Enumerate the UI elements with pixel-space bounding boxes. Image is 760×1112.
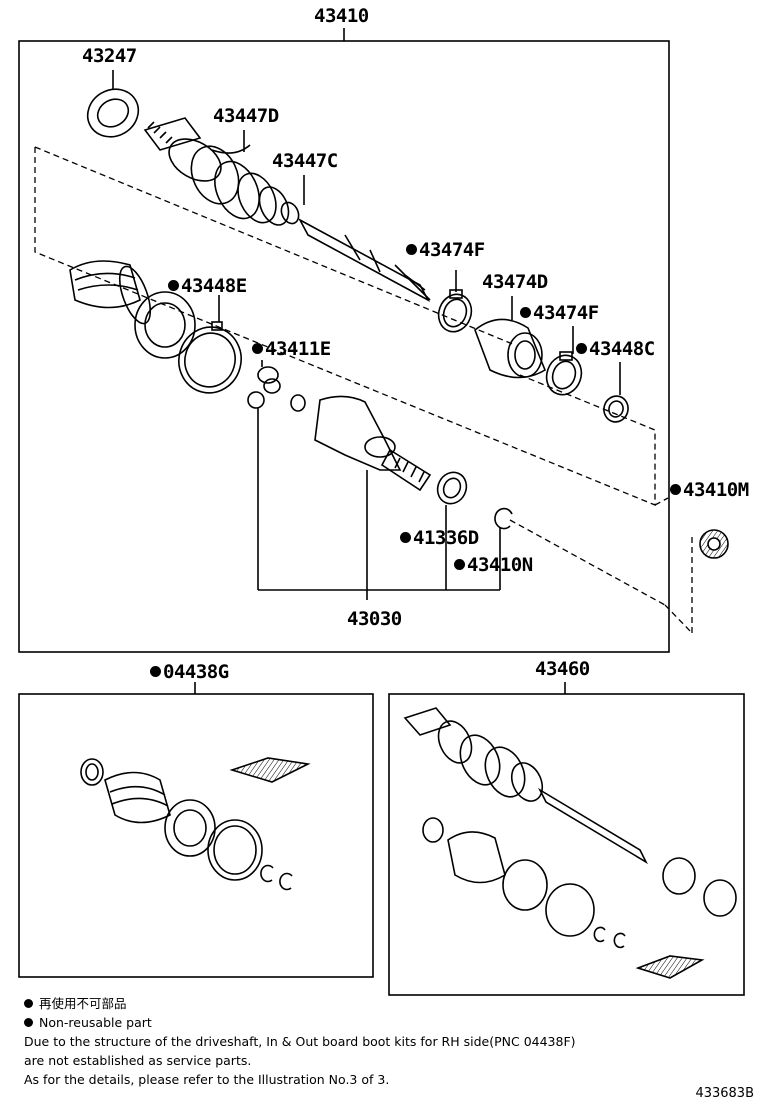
assembly-43410-frame: [18, 40, 670, 653]
drive-shaft: [298, 218, 457, 302]
tripod-joint-43411E: [247, 360, 306, 590]
non-reusable-dot: [670, 484, 681, 495]
non-reusable-dot: [520, 307, 531, 318]
legend-dot: [24, 999, 33, 1008]
callout-43030: 43030: [347, 608, 402, 630]
inner-joint-housing-43030: [314, 395, 432, 590]
nut-43410M: [699, 529, 729, 559]
callout-43474F-a: 43474F: [406, 240, 485, 260]
callout-43448C: 43448C: [576, 339, 655, 359]
callout-43460: 43460: [535, 658, 590, 680]
non-reusable-dot: [454, 559, 465, 570]
non-reusable-dot: [252, 343, 263, 354]
non-reusable-dot: [168, 280, 179, 291]
clamp-43448C: [603, 362, 629, 423]
kit-04438G-frame: [18, 693, 374, 978]
callout-43474D: 43474D: [482, 271, 548, 293]
assembly-43460-parts: [403, 707, 737, 979]
outer-boot-kit: [69, 260, 242, 394]
oil-seal-41336D: [436, 471, 468, 590]
callout-43410: 43410: [314, 5, 369, 27]
callout-43448E: 43448E: [168, 276, 247, 296]
clamp-43474F-b: [545, 326, 583, 396]
dust-ring-43247: [86, 70, 140, 138]
callout-43447D: 43447D: [213, 105, 279, 127]
non-reusable-dot: [400, 532, 411, 543]
inner-boot-kit-dashed-outline: [34, 147, 656, 506]
legend-en-line: Non-reusable part: [24, 1013, 576, 1032]
callout-04438G: 04438G: [150, 662, 229, 682]
non-reusable-dot: [576, 343, 587, 354]
kit-04438G-parts: [80, 757, 311, 891]
callout-43410N: 43410N: [454, 555, 533, 575]
callout-43247: 43247: [82, 45, 137, 67]
note-line-2: are not established as service parts.: [24, 1053, 252, 1068]
non-reusable-dot: [150, 666, 161, 677]
legend-dot: [24, 1018, 33, 1027]
callout-43410M: 43410M: [670, 480, 749, 500]
assembly-43460-frame: [388, 693, 745, 996]
callout-43447C: 43447C: [272, 150, 338, 172]
inner-boot-43474D: [474, 296, 546, 379]
snap-ring-43410N: [494, 507, 513, 590]
non-reusable-dot: [406, 244, 417, 255]
notes-block: 再使用不可部品 Non-reusable part Due to the str…: [24, 994, 576, 1089]
note-line-1: Due to the structure of the driveshaft, …: [24, 1034, 576, 1049]
callout-41336D: 41336D: [400, 528, 479, 548]
note-line-3: As for the details, please refer to the …: [24, 1072, 390, 1087]
callout-43411E: 43411E: [252, 339, 331, 359]
legend-cjk-line: 再使用不可部品: [24, 994, 576, 1013]
illustration-number: 433683B: [695, 1086, 754, 1101]
callout-43474F-b: 43474F: [520, 303, 599, 323]
outer-joint-and-boot: [143, 117, 305, 226]
clamp-43474F-a: [437, 289, 473, 333]
